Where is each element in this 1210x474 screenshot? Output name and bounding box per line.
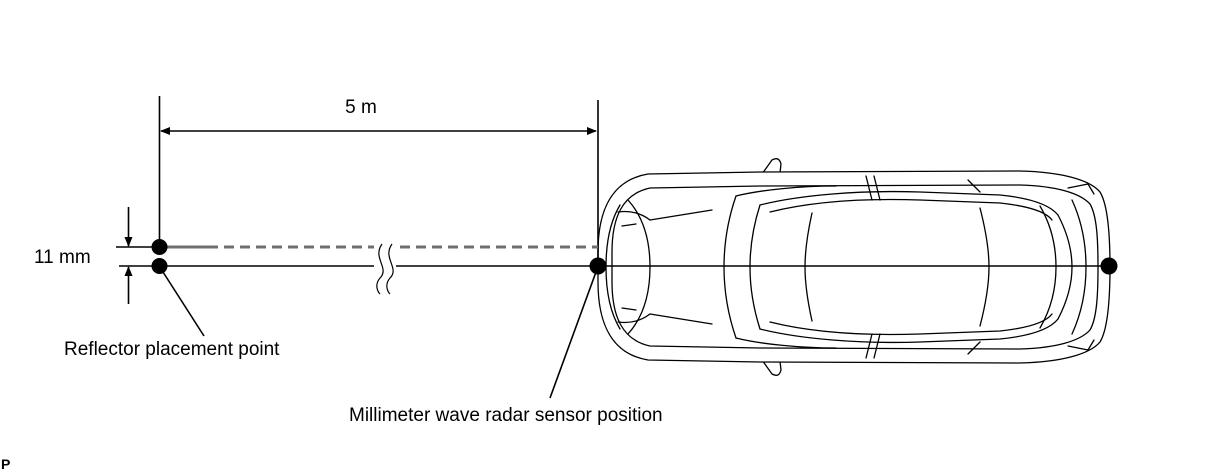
reflector-point-offset bbox=[151, 239, 168, 255]
reflector-point-center bbox=[151, 258, 168, 274]
distance-label: 5 m bbox=[345, 97, 377, 118]
reflector-label: Reflector placement point bbox=[64, 339, 280, 360]
offset-label: 11 mm bbox=[34, 247, 91, 268]
sensor-point bbox=[589, 257, 607, 275]
corner-mark: P bbox=[1, 456, 10, 472]
sensor-leader-line bbox=[549, 271, 597, 399]
break-symbol bbox=[374, 243, 396, 295]
vehicle-top-view bbox=[597, 158, 1111, 376]
sensor-label: Millimeter wave radar sensor position bbox=[349, 405, 663, 426]
rear-center-point bbox=[1100, 257, 1118, 275]
reflector-leader-line bbox=[162, 271, 205, 337]
